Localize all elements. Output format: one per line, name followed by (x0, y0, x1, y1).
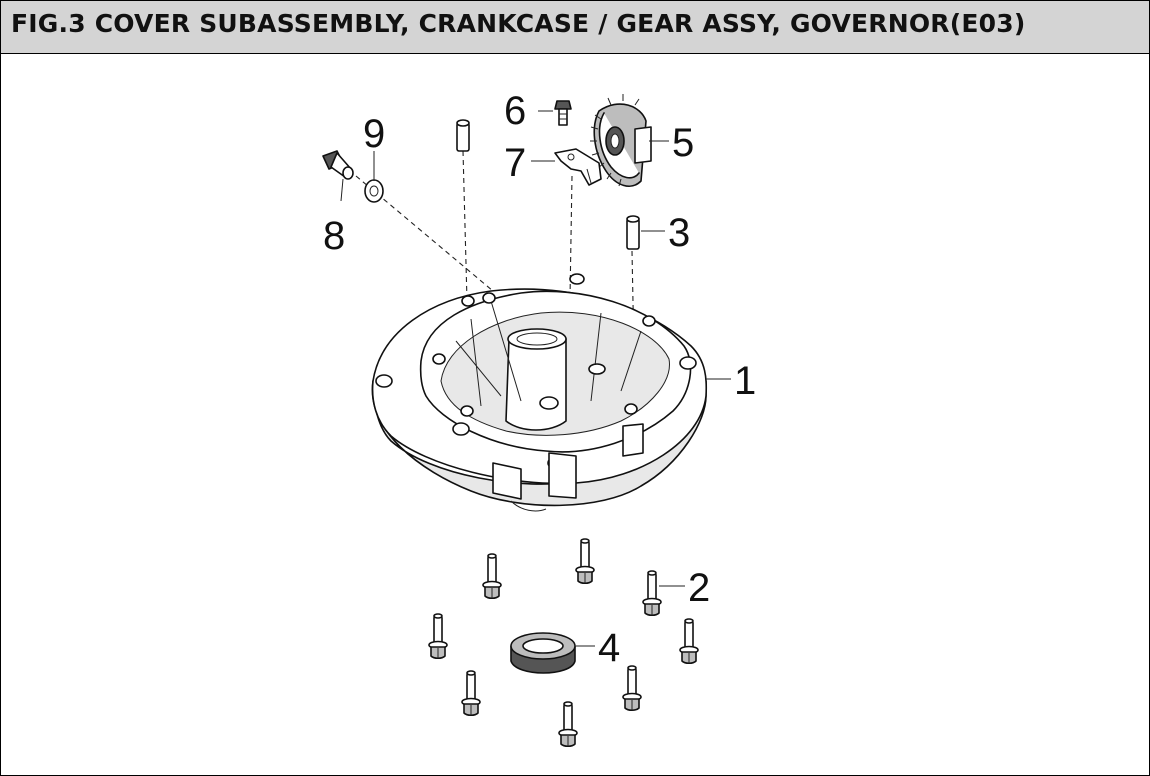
part-5-governor-gear (590, 94, 652, 187)
part-7-governor-plate (554, 148, 602, 186)
flange-bolt (461, 670, 481, 717)
callout-9: 9 (363, 112, 385, 156)
flange-bolt (642, 570, 662, 617)
flange-bolt (622, 665, 642, 712)
title-bar: FIG.3 COVER SUBASSEMBLY, CRANKCASE / GEA… (1, 1, 1149, 54)
part-8-plug (322, 150, 354, 180)
callout-1: 1 (734, 359, 756, 403)
flange-bolt (679, 618, 699, 665)
callout-7: 7 (504, 141, 526, 185)
part-4-oil-seal (510, 632, 576, 674)
callout-6: 6 (504, 89, 526, 133)
part-3-dowel-pin (456, 119, 640, 250)
leader-lines (340, 110, 731, 647)
callout-8: 8 (323, 214, 345, 258)
flange-bolt (558, 701, 578, 748)
callout-4: 4 (598, 626, 620, 670)
figure-title: FIG.3 COVER SUBASSEMBLY, CRANKCASE / GEA… (11, 9, 1026, 38)
flange-bolt (428, 613, 448, 660)
callout-labels: 1 2 3 4 5 6 7 8 9 (323, 89, 756, 670)
part-2-flange-bolts (428, 538, 699, 748)
exploded-parts-diagram: 1 2 3 4 5 6 7 8 9 (322, 89, 756, 748)
part-6-bolt (554, 100, 572, 126)
callout-2: 2 (688, 566, 710, 610)
part-9-washer (364, 179, 384, 203)
flange-bolt (575, 538, 595, 585)
part-1-crankcase-cover (371, 273, 708, 512)
callout-5: 5 (672, 121, 694, 165)
callout-3: 3 (668, 211, 690, 255)
flange-bolt (482, 553, 502, 600)
